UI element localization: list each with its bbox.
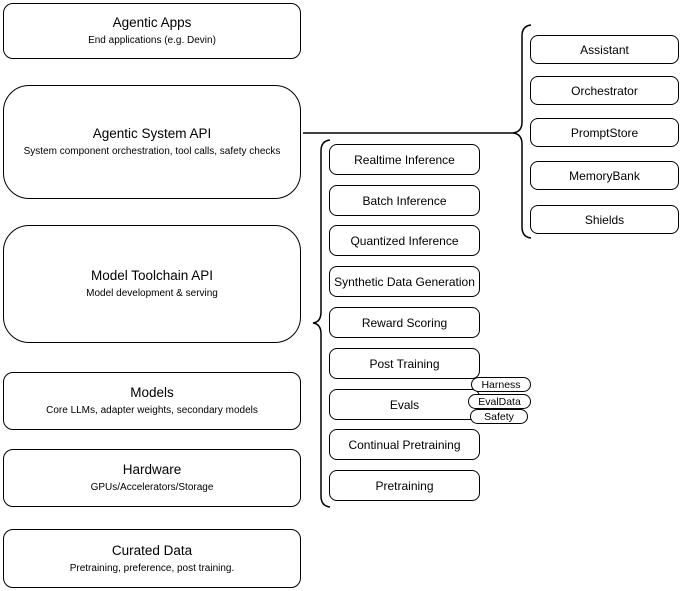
node-reward-scoring: Reward Scoring: [329, 307, 480, 338]
node-title: Curated Data: [111, 542, 193, 558]
node-title: Hardware: [122, 462, 182, 477]
node-title: Model Toolchain API: [90, 268, 214, 283]
node-subtitle: End applications (e.g. Devin): [88, 35, 216, 46]
node-subtitle: System component orchestration, tool cal…: [23, 146, 281, 157]
node-title: Models: [130, 385, 174, 400]
node-assistant: Assistant: [530, 35, 679, 64]
node-batch-inference: Batch Inference: [329, 185, 480, 216]
node-pretraining: Pretraining: [329, 470, 480, 501]
node-subtitle: Pretraining, preference, post training.: [69, 562, 235, 574]
node-subtitle: Model development & serving: [86, 288, 218, 299]
node-shields: Shields: [530, 205, 679, 234]
node-title: Agentic System API: [92, 126, 212, 141]
node-continual-pretraining: Continual Pretraining: [329, 429, 480, 460]
node-synthetic-data-generation: Synthetic Data Generation: [329, 266, 480, 297]
node-quantized-inference: Quantized Inference: [329, 225, 480, 256]
node-curated-data: Curated Data Pretraining, preference, po…: [3, 529, 301, 588]
tag-safety: Safety: [470, 409, 528, 424]
tag-harness: Harness: [471, 377, 531, 392]
node-hardware: Hardware GPUs/Accelerators/Storage: [3, 449, 301, 507]
node-realtime-inference: Realtime Inference: [329, 144, 480, 175]
node-memorybank: MemoryBank: [530, 161, 679, 190]
node-subtitle: Core LLMs, adapter weights, secondary mo…: [46, 405, 258, 416]
node-model-toolchain-api: Model Toolchain API Model development & …: [3, 225, 301, 343]
node-promptstore: PromptStore: [530, 118, 679, 147]
tag-evaldata: EvalData: [468, 394, 531, 409]
node-subtitle: GPUs/Accelerators/Storage: [90, 482, 214, 493]
node-agentic-system-api: Agentic System API System component orch…: [3, 85, 301, 199]
brace-toolchain-services: [312, 139, 331, 508]
node-agentic-apps: Agentic Apps End applications (e.g. Devi…: [3, 3, 301, 59]
node-post-training: Post Training: [329, 348, 480, 379]
brace-system-components: [512, 24, 532, 239]
node-title: Agentic Apps: [112, 15, 192, 30]
node-orchestrator: Orchestrator: [530, 76, 679, 105]
node-models: Models Core LLMs, adapter weights, secon…: [3, 372, 301, 430]
node-evals: Evals: [329, 389, 480, 420]
